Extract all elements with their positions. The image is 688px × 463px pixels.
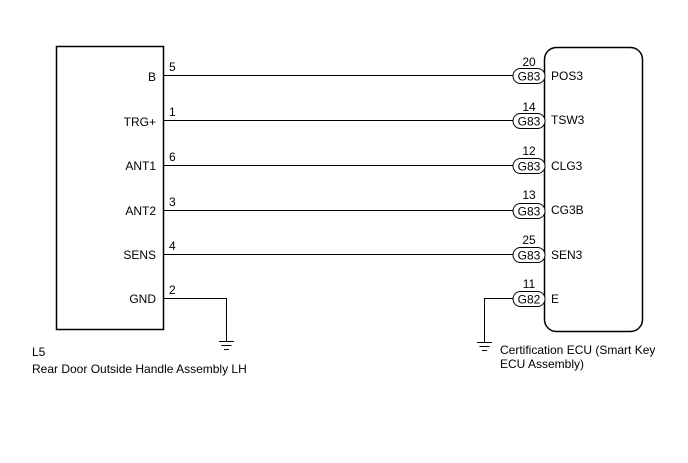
- right-pin-label: TSW3: [551, 113, 585, 127]
- right-pin-label: E: [551, 292, 559, 306]
- left-pin-number: 3: [169, 195, 176, 209]
- connector-code: G83: [518, 115, 541, 129]
- connector-badge: [512, 113, 546, 129]
- left-component-code: L5: [32, 345, 46, 359]
- left-pin-number: 2: [169, 283, 176, 297]
- connector-badge: [512, 203, 546, 219]
- connector-badge: [512, 158, 546, 174]
- left-pin-label-ant1: ANT1: [125, 159, 156, 173]
- left-pin-number: 5: [169, 60, 176, 74]
- connector-code: G83: [518, 160, 541, 174]
- right-pin-label: POS3: [551, 69, 583, 83]
- right-pin-number: 20: [522, 55, 536, 69]
- left-pin-label-ant2: ANT2: [125, 204, 156, 218]
- right-pin-label: CG3B: [551, 203, 584, 217]
- ground-symbol-right: [477, 342, 492, 351]
- left-pin-number: 6: [169, 150, 176, 164]
- left-pin-number: 4: [169, 239, 176, 253]
- right-component-name-line2: ECU Assembly): [500, 357, 584, 371]
- left-component-name: Rear Door Outside Handle Assembly LH: [32, 362, 247, 376]
- left-pin-label-b: B: [148, 70, 156, 84]
- left-component-box: [55, 45, 165, 331]
- right-component-name-line1: Certification ECU (Smart Key: [500, 343, 655, 357]
- ground-wire-left: [164, 298, 227, 341]
- right-pin-number: 14: [522, 100, 536, 114]
- ground-symbol-left: [219, 341, 234, 350]
- right-component-box: [543, 46, 644, 333]
- right-pin-label: CLG3: [551, 159, 583, 173]
- connector-badge: [512, 291, 546, 307]
- right-pin-number: 11: [523, 277, 536, 291]
- connector-code: G82: [518, 293, 541, 307]
- ground-wire-right: [484, 298, 514, 342]
- right-pin-number: 13: [522, 188, 536, 202]
- left-pin-label-gnd: GND: [129, 292, 156, 306]
- left-pin-label-trg: TRG+: [124, 115, 156, 129]
- connector-code: G83: [518, 205, 541, 219]
- right-pin-number: 25: [522, 233, 536, 247]
- left-pin-label-sens: SENS: [123, 248, 156, 262]
- right-pin-label: SEN3: [551, 248, 583, 262]
- connector-code: G83: [518, 249, 541, 263]
- left-pin-number: 1: [169, 105, 176, 119]
- connector-badge: [512, 68, 546, 84]
- right-pin-number: 12: [522, 144, 536, 158]
- connector-code: G83: [518, 70, 541, 84]
- connector-badge: [512, 247, 546, 263]
